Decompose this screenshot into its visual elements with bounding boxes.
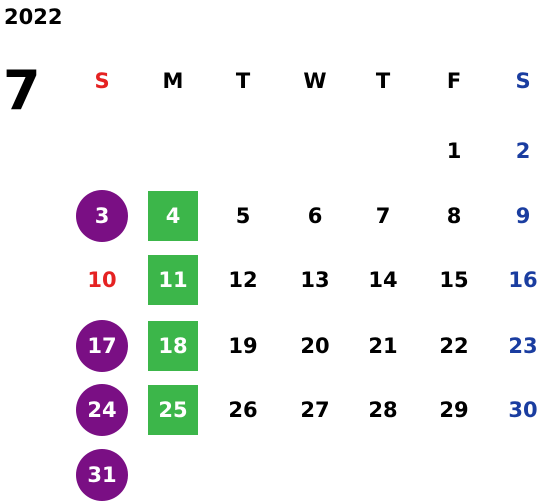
day-cell-6[interactable]: 6 <box>285 191 345 241</box>
day-number: 4 <box>165 203 181 228</box>
weekday-header-1: M <box>162 68 184 93</box>
day-number: 12 <box>228 267 258 292</box>
weekday-header-3: W <box>303 68 327 93</box>
day-cell-2[interactable]: 2 <box>493 126 548 176</box>
day-cell-18[interactable]: 18 <box>143 321 203 371</box>
day-cell-5[interactable]: 5 <box>213 191 273 241</box>
day-cell-29[interactable]: 29 <box>424 385 484 435</box>
year-label: 2022 <box>4 5 63 29</box>
day-number: 3 <box>94 203 110 228</box>
day-cell-20[interactable]: 20 <box>285 321 345 371</box>
day-cell-17[interactable]: 17 <box>72 320 132 372</box>
weekday-header-6: S <box>515 68 531 93</box>
day-number: 14 <box>368 267 398 292</box>
day-cell-28[interactable]: 28 <box>353 385 413 435</box>
day-number: 5 <box>235 203 251 228</box>
day-cell-14[interactable]: 14 <box>353 255 413 305</box>
day-cell-30[interactable]: 30 <box>493 385 548 435</box>
day-number: 26 <box>228 397 258 422</box>
highlight-circle <box>76 384 128 436</box>
day-number: 2 <box>515 138 531 163</box>
day-number: 7 <box>375 203 391 228</box>
day-cell-31[interactable]: 31 <box>72 449 132 501</box>
day-number: 6 <box>307 203 323 228</box>
day-number: 23 <box>508 333 538 358</box>
day-number: 21 <box>368 333 398 358</box>
day-number: 18 <box>158 333 188 358</box>
weekday-header-5: F <box>446 68 462 93</box>
highlight-circle <box>76 320 128 372</box>
weekday-header-0: S <box>94 68 110 93</box>
day-cell-11[interactable]: 11 <box>143 255 203 305</box>
day-cell-3[interactable]: 3 <box>72 190 132 242</box>
day-cell-27[interactable]: 27 <box>285 385 345 435</box>
day-number: 22 <box>439 333 469 358</box>
day-cell-23[interactable]: 23 <box>493 321 548 371</box>
day-cell-25[interactable]: 25 <box>143 385 203 435</box>
day-number: 27 <box>300 397 330 422</box>
day-cell-1[interactable]: 1 <box>424 126 484 176</box>
day-number: 16 <box>508 267 538 292</box>
day-number: 9 <box>515 203 531 228</box>
day-number: 17 <box>87 333 117 358</box>
month-number: 7 <box>3 59 41 122</box>
day-cell-24[interactable]: 24 <box>72 384 132 436</box>
highlight-square <box>148 191 198 241</box>
day-cell-26[interactable]: 26 <box>213 385 273 435</box>
weekday-header-2: T <box>235 68 251 93</box>
day-number: 20 <box>300 333 330 358</box>
day-number: 10 <box>87 267 117 292</box>
day-number: 11 <box>158 267 188 292</box>
day-number: 31 <box>87 462 117 487</box>
day-number: 1 <box>446 138 462 163</box>
day-cell-15[interactable]: 15 <box>424 255 484 305</box>
weekday-header-4: T <box>375 68 391 93</box>
day-cell-4[interactable]: 4 <box>143 191 203 241</box>
day-cell-10[interactable]: 10 <box>72 255 132 305</box>
day-cell-12[interactable]: 12 <box>213 255 273 305</box>
day-cell-19[interactable]: 19 <box>213 321 273 371</box>
day-number: 25 <box>158 397 188 422</box>
day-cell-16[interactable]: 16 <box>493 255 548 305</box>
day-cell-21[interactable]: 21 <box>353 321 413 371</box>
highlight-circle <box>76 449 128 501</box>
highlight-square <box>148 321 198 371</box>
day-number: 8 <box>446 203 462 228</box>
day-number: 28 <box>368 397 398 422</box>
day-cell-22[interactable]: 22 <box>424 321 484 371</box>
day-cell-9[interactable]: 9 <box>493 191 548 241</box>
day-number: 29 <box>439 397 469 422</box>
day-number: 15 <box>439 267 469 292</box>
day-number: 19 <box>228 333 258 358</box>
highlight-square <box>148 255 198 305</box>
highlight-square <box>148 385 198 435</box>
day-number: 30 <box>508 397 538 422</box>
day-cell-13[interactable]: 13 <box>285 255 345 305</box>
day-number: 13 <box>300 267 330 292</box>
day-number: 24 <box>87 397 117 422</box>
highlight-circle <box>76 190 128 242</box>
day-cell-7[interactable]: 7 <box>353 191 413 241</box>
day-cell-8[interactable]: 8 <box>424 191 484 241</box>
